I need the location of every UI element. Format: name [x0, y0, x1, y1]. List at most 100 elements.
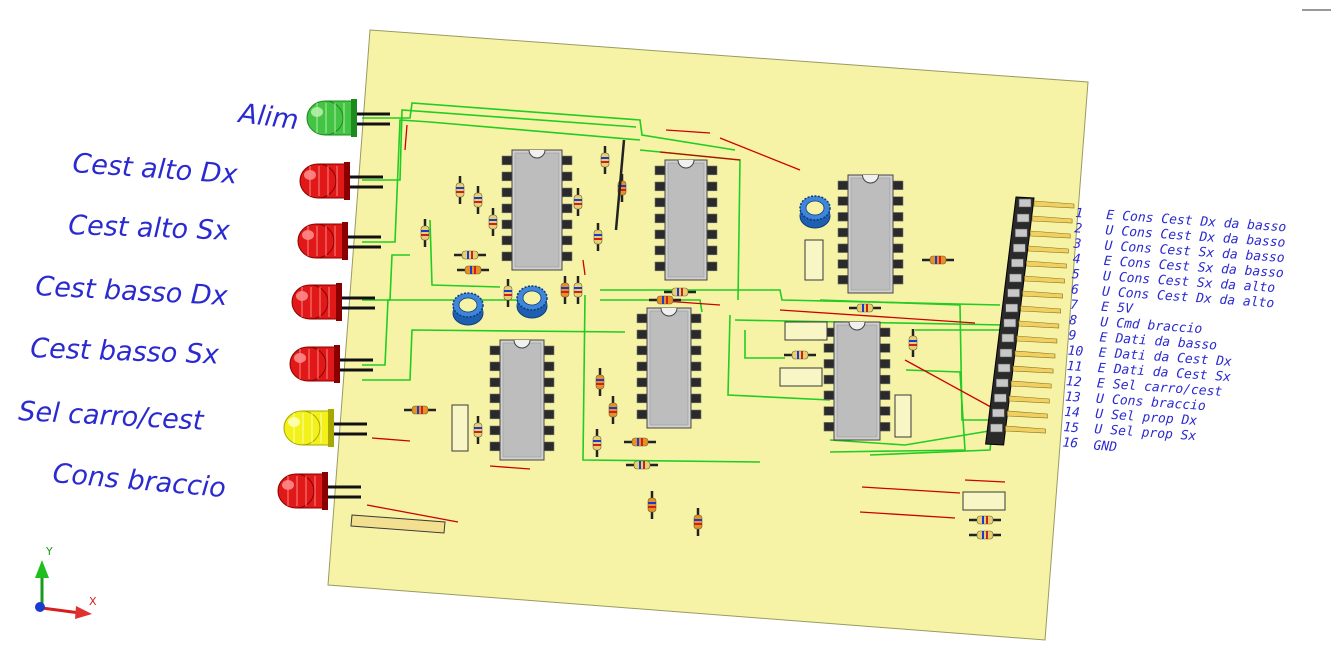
copper-trace [829, 429, 996, 446]
board-mark [659, 151, 741, 161]
resistor [647, 491, 657, 519]
pin-number: 12 [1065, 374, 1082, 390]
resistor [560, 276, 570, 304]
copper-trace [362, 329, 626, 381]
header-pin [1007, 288, 1020, 298]
y-axis-label: Y [45, 545, 53, 558]
header-pin-lead [1018, 320, 1060, 329]
header-pin [1011, 258, 1024, 268]
film-capacitor [451, 404, 469, 452]
pin-number: 2 [1074, 221, 1083, 237]
header-pin-lead [1020, 305, 1061, 314]
pin-number: 9 [1068, 328, 1077, 344]
header-pin [992, 408, 1005, 418]
pin-description: Sel prop Dx [1111, 408, 1198, 429]
board-mark [371, 437, 411, 442]
board-mark [861, 486, 961, 494]
header-pin [1001, 333, 1015, 343]
header-pin-lead [1026, 260, 1067, 269]
board-mark [964, 479, 1006, 483]
misc-components [350, 239, 1006, 534]
board-mark [404, 124, 408, 151]
resistor [455, 176, 465, 204]
resistor [488, 208, 498, 236]
resistor [608, 396, 618, 424]
header-pin [995, 378, 1009, 388]
capacitors [452, 195, 831, 326]
header-pin [1014, 228, 1028, 238]
pin-direction: U [1101, 285, 1110, 301]
board-marks [366, 124, 1006, 523]
board-mark [366, 504, 459, 523]
pin-description: GND [1093, 439, 1118, 456]
pin-direction: E [1098, 346, 1107, 362]
header-pin [1016, 213, 1030, 223]
pin-direction: E [1099, 330, 1108, 346]
header-pin-lead [1010, 380, 1052, 389]
led-indicator [277, 472, 361, 510]
resistor [969, 515, 1001, 525]
pin-direction: E [1096, 376, 1105, 392]
pin-description: Dati da basso [1114, 331, 1218, 353]
led-indicator [306, 99, 390, 137]
ic-dip-chip [823, 321, 891, 441]
pin-description: Sel prop Sx [1110, 423, 1197, 444]
electrolytic-capacitor [516, 285, 548, 319]
pin-number: 10 [1067, 344, 1084, 360]
pin-description: Cons braccio [1112, 393, 1207, 415]
ic-dip-chip [654, 159, 718, 281]
film-capacitor [779, 367, 823, 387]
pin-number: 7 [1070, 298, 1079, 314]
led-label: Alim [235, 98, 300, 136]
header-pin-lead [1008, 395, 1050, 404]
header-pin-lead [1005, 425, 1046, 434]
led-label: Cest basso Sx [30, 333, 221, 371]
pin-number: 4 [1072, 252, 1081, 268]
pin-number: 16 [1062, 436, 1079, 452]
resistor [573, 276, 583, 304]
copper-trace [362, 119, 641, 243]
header-pin-lead [1031, 215, 1073, 224]
header-pin [1012, 243, 1026, 253]
resistor [473, 186, 483, 214]
led-label: Cons braccio [51, 458, 227, 504]
resistor [908, 329, 918, 357]
header-pin [1018, 198, 1032, 208]
pin-direction: U [1104, 239, 1113, 255]
pin-number: 1 [1075, 206, 1084, 222]
header-pin-lead [1033, 200, 1075, 209]
resistor [573, 188, 583, 216]
ucs-axis-icon: Y X [35, 545, 97, 619]
header-pin [1003, 318, 1017, 328]
pin-direction: U [1095, 407, 1104, 423]
resistor [592, 429, 602, 457]
resistor [784, 350, 816, 360]
led-indicator [299, 162, 383, 200]
pin-description: Cmd braccio [1116, 316, 1203, 337]
film-capacitor [894, 394, 912, 438]
resistor [969, 530, 1001, 540]
copper-trace [829, 369, 966, 453]
jumper-wire [614, 139, 626, 231]
film-capacitor [784, 321, 828, 341]
ic-chips [489, 149, 904, 461]
resistor [624, 437, 656, 447]
header-pin [990, 423, 1003, 433]
header-pin-lead [1016, 335, 1058, 344]
led-label: Cest alto Sx [68, 210, 232, 247]
copper-trace [582, 294, 761, 463]
led-label: Cest alto Dx [72, 148, 240, 191]
pin-number: 3 [1072, 237, 1082, 253]
resistor [664, 287, 696, 297]
pin-description: 5V [1117, 301, 1135, 317]
resistor [922, 255, 954, 265]
led-indicator [291, 283, 375, 321]
pin-number: 15 [1063, 420, 1080, 436]
board-mark [719, 137, 801, 171]
led-indicator [297, 222, 381, 260]
pin-number: 6 [1070, 283, 1079, 299]
header-pin [1009, 273, 1022, 283]
board-mark [665, 129, 711, 134]
